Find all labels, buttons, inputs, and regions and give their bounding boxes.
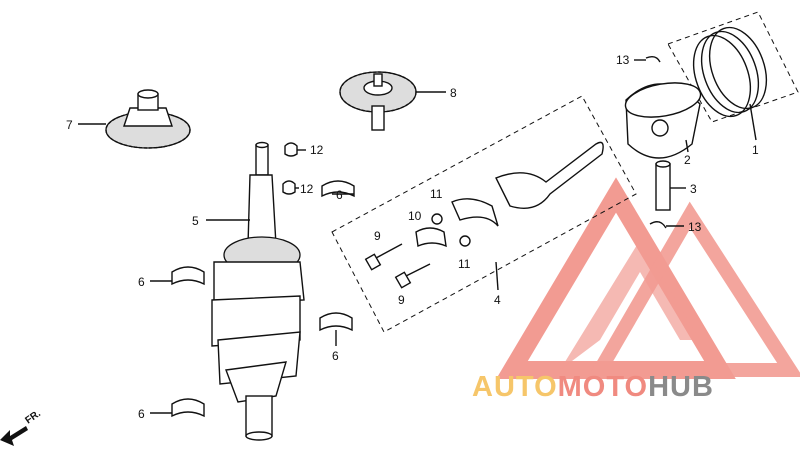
clip-13-upper: [645, 55, 661, 63]
leader-lines: [78, 59, 757, 414]
piston-ring-group-box: [667, 11, 799, 123]
governor-gear-8: [339, 71, 417, 131]
front-direction-arrow: [0, 426, 28, 446]
callout-9a: 9: [374, 229, 381, 243]
callout-11b: 11: [458, 257, 471, 271]
watermark-text: AUTOMOTOHUB: [472, 371, 714, 403]
callout-1: 1: [752, 143, 759, 157]
callout-8: 8: [450, 86, 457, 100]
callout-6d: 6: [138, 407, 145, 421]
key-12-lower: [282, 180, 296, 195]
watermark-moto: MOTO: [558, 371, 648, 403]
bearing-6-bottom: [171, 398, 205, 418]
callout-6b: 6: [138, 275, 145, 289]
callout-13a: 13: [616, 53, 630, 67]
callout-12a: 12: [310, 143, 324, 157]
watermark-auto: AUTO: [472, 371, 558, 403]
crankshaft-5: [211, 141, 305, 441]
front-direction-label: FR.: [23, 408, 43, 426]
bolt-9-lower: [394, 263, 431, 289]
callout-4: 4: [494, 293, 501, 307]
callout-12b: 12: [300, 182, 314, 196]
callout-2: 2: [684, 153, 691, 167]
callout-10: 10: [408, 209, 422, 223]
bearing-6-left: [171, 266, 205, 286]
callout-11a: 11: [430, 187, 443, 201]
callout-6a: 6: [336, 188, 343, 202]
bearing-6-mid: [319, 312, 353, 332]
drive-gear-7: [105, 89, 191, 149]
piston-rings-1: [692, 26, 768, 118]
clip-13-lower: [649, 221, 667, 229]
piston-pin-3: [655, 160, 671, 211]
callout-6c: 6: [332, 349, 339, 363]
key-12-upper: [284, 142, 298, 157]
callout-13b: 13: [688, 220, 702, 234]
callout-7: 7: [66, 118, 73, 132]
bearing-6-upper: [321, 180, 355, 198]
callout-9b: 9: [398, 293, 405, 307]
callout-5: 5: [192, 214, 199, 228]
watermark-logo: [496, 177, 800, 379]
piston-2: [624, 82, 702, 159]
bolt-9-upper: [364, 243, 403, 271]
connecting-rod-4: [415, 141, 604, 248]
conrod-group-box: [331, 95, 637, 333]
watermark-hub: HUB: [648, 371, 714, 403]
callout-3: 3: [690, 182, 697, 196]
